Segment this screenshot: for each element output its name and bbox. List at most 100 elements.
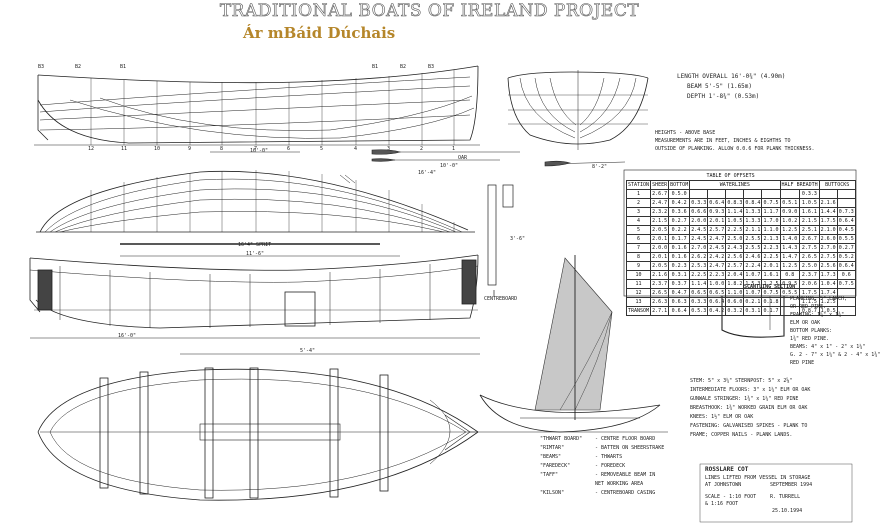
- station-label: 3: [387, 146, 391, 152]
- col-header: WATERLINES: [689, 180, 781, 190]
- drawn-by: R. TURRELL: [770, 494, 801, 500]
- legend-term: "FAREDECK": [540, 463, 571, 469]
- table-cell: [779, 189, 801, 199]
- table-cell: [761, 189, 781, 199]
- spar-length: 16'-4": [418, 170, 437, 176]
- table-cell: 2.0.0: [650, 243, 670, 253]
- table-cell: 1.1.0: [725, 288, 745, 298]
- table-cell: [725, 189, 745, 199]
- table-cell: 0.9.0: [779, 207, 801, 217]
- table-cell: 2.1.0: [818, 225, 838, 235]
- table-cell: 2.0.1: [650, 234, 670, 244]
- table-cell: 1.1.4: [725, 207, 745, 217]
- station-label: 6: [287, 146, 291, 152]
- table-cell: 7: [625, 243, 652, 253]
- spec-line: INTERMEDIATE FLOORS: 3" x 1¼" ELM OR OAK: [690, 387, 811, 393]
- table-cell: 12: [625, 288, 652, 298]
- scantling-line: PLANKING: 5" LARCH,: [790, 296, 848, 302]
- title-line: LINES LIFTED FROM VESSEL IN STORAGE: [705, 475, 811, 481]
- legend-description: NET WORKING AREA: [595, 481, 644, 487]
- table-cell: 11: [625, 279, 652, 289]
- table-cell: 2.2.4: [743, 261, 763, 271]
- table-cell: 2.6.5: [650, 288, 670, 298]
- title-line: AT JOHNSTOWN: [705, 482, 742, 488]
- oar2-length: 8'-2": [592, 164, 608, 170]
- plan-length-dim: 5'-4": [300, 348, 316, 354]
- spec-line: KNEES: 1½" ELM OR OAK: [690, 414, 754, 420]
- table-cell: 1.7.0: [761, 216, 781, 226]
- table-cell: 1.1.0: [761, 225, 781, 235]
- sprit-dim: 11'-6": [246, 251, 265, 257]
- drawing-date: 25.10.1994: [772, 508, 803, 514]
- table-cell: 2.6.5: [799, 252, 820, 262]
- station-label: 9: [188, 146, 192, 152]
- table-cell: 2.2.5: [761, 252, 781, 262]
- table-cell: 0.4.5: [836, 225, 856, 235]
- profile-dim: 16'-0": [250, 148, 269, 154]
- project-subtitle: Ár mBáid Dúchais: [243, 24, 396, 42]
- table-cell: 0.3.7: [668, 279, 691, 289]
- centreboard-height: 3'-6": [510, 236, 526, 242]
- length-overall: LENGTH OVERALL 16'-0¾" (4.90m): [677, 73, 786, 80]
- oar-length: 10'-0": [440, 163, 459, 169]
- table-cell: 1.0.0: [707, 279, 727, 289]
- table-cell: 0.5.1: [779, 198, 801, 208]
- table-cell: 2.5.1: [799, 225, 820, 235]
- table-cell: 0.6.4: [707, 198, 727, 208]
- table-cell: 2.4.5: [689, 225, 709, 235]
- scantling-line: G. 2 - 7" x 1¼" & 2 - 4" x 1¾": [790, 352, 880, 358]
- table-cell: 1: [625, 189, 652, 199]
- legend-term: "RIMTAR": [540, 445, 565, 451]
- table-cell: 0.6.4: [836, 216, 856, 226]
- oar-label: OAR: [458, 155, 468, 161]
- table-cell: 2.6.7: [650, 189, 670, 199]
- table-cell: 0.7.5: [761, 198, 781, 208]
- scantling-line: BEAMS: 4" x 1" - 2" x 1¼": [790, 344, 866, 350]
- station-label: 7: [254, 146, 258, 152]
- beam: BEAM 5'-5" (1.65m): [687, 83, 753, 90]
- table-cell: 2.7.5: [799, 243, 820, 253]
- table-cell: 0.4.7: [668, 288, 691, 298]
- table-cell: 2.5.3: [689, 261, 709, 271]
- table-cell: 2.0.0: [689, 216, 709, 226]
- table-cell: 0.3.1: [668, 270, 691, 280]
- table-cell: 0.6.4: [836, 261, 856, 271]
- table-cell: 2.1.5: [650, 216, 670, 226]
- buttock-label: B2: [75, 64, 82, 70]
- table-cell: 2.2.5: [689, 270, 709, 280]
- table-cell: 0.6.5: [707, 288, 727, 298]
- table-cell: 0.2.2: [668, 225, 691, 235]
- table-cell: 2.5.0: [799, 261, 820, 271]
- table-cell: 1.0.2: [779, 216, 801, 226]
- table-cell: 2.3.7: [799, 270, 820, 280]
- table-cell: 5: [625, 225, 652, 235]
- station-label: 2: [420, 146, 424, 152]
- table-cell: 0.8: [779, 270, 801, 280]
- deck-plan-view: [37, 367, 479, 501]
- legend-description: - BATTEN ON SHEERSTRAKE: [595, 445, 665, 451]
- table-cell: 1.6.1: [799, 207, 820, 217]
- table-cell: 2.1.5: [799, 216, 820, 226]
- buttock-label: B2: [400, 64, 407, 70]
- table-cell: 2.5.7: [707, 225, 727, 235]
- table-cell: 1.0.5: [725, 216, 745, 226]
- table-cell: 1.2.5: [779, 261, 801, 271]
- table-cell: 9: [625, 261, 652, 271]
- table-cell: 0.5.3: [689, 306, 709, 316]
- scantling-line: OR RED PINE.: [790, 304, 827, 310]
- table-cell: 4: [625, 216, 652, 226]
- table-cell: [818, 189, 838, 199]
- table-cell: 2.6.3: [650, 297, 670, 307]
- table-cell: 1.0.7: [743, 270, 763, 280]
- legend-description: - FOREDECK: [595, 463, 626, 469]
- table-cell: 2.0.4: [725, 270, 745, 280]
- project-title: TRADITIONAL BOATS OF IRELAND PROJECT: [219, 1, 640, 22]
- table-cell: 2.7.0: [689, 243, 709, 253]
